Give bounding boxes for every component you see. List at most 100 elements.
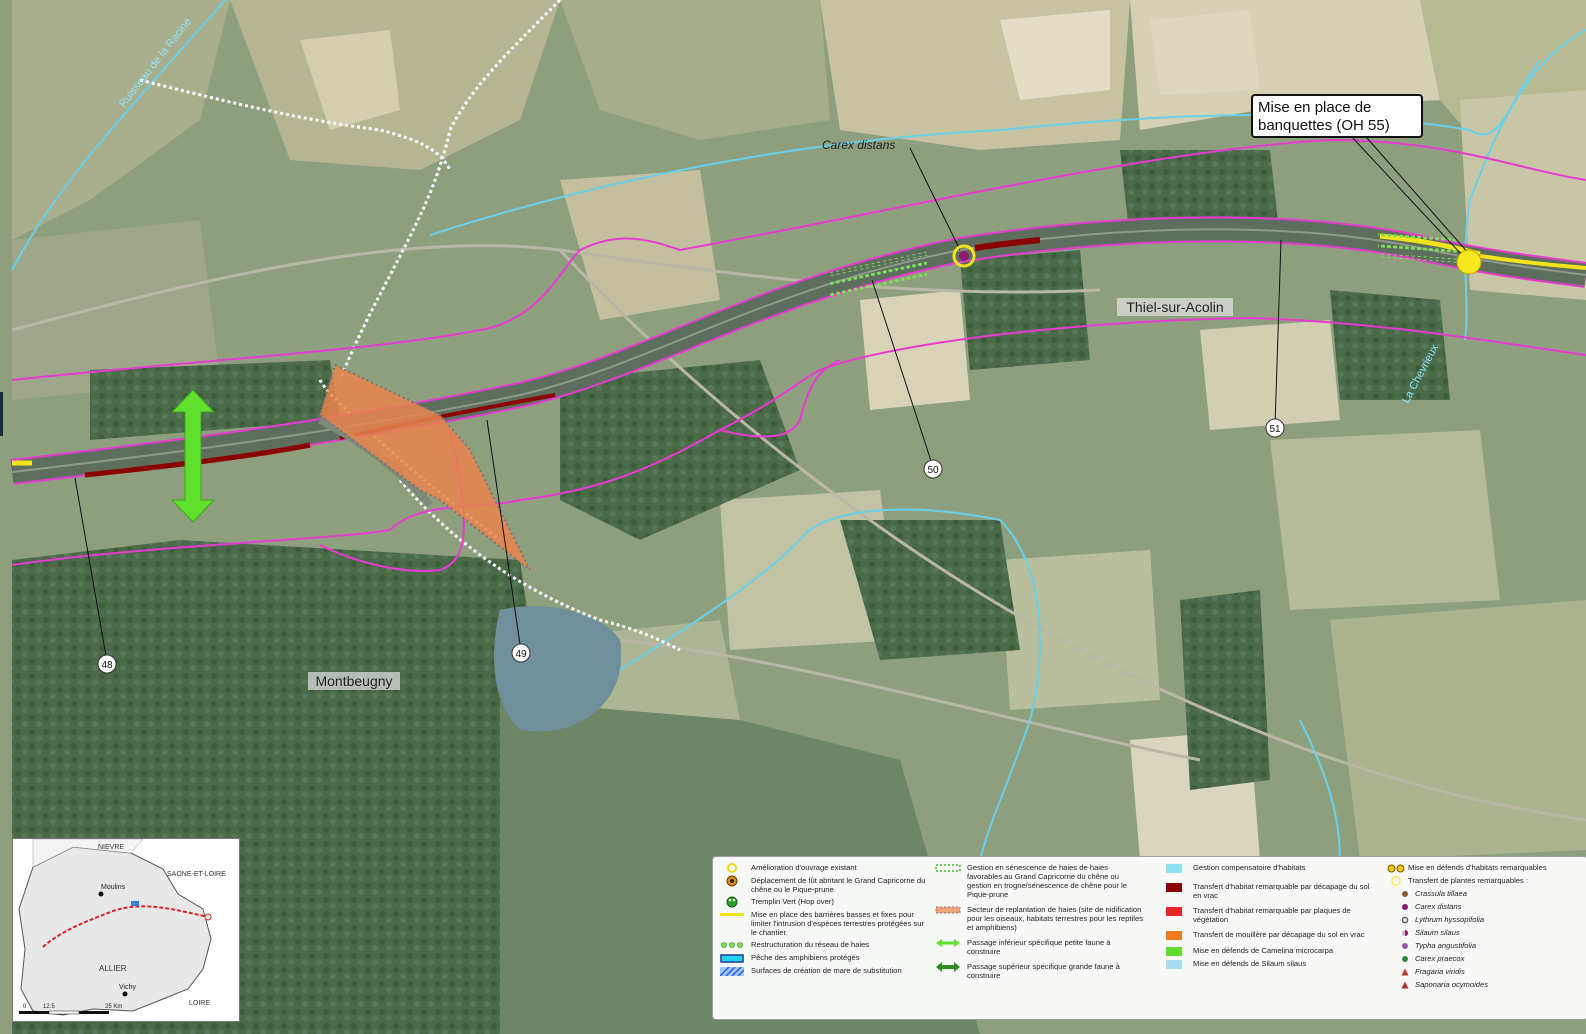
region-nievre: NIEVRE (98, 844, 124, 851)
legend-item: Transfert d'habitat remarquable par déca… (1161, 882, 1371, 900)
red-swatch-icon (1161, 906, 1187, 916)
roads (11, 244, 1586, 822)
svg-text:48: 48 (101, 660, 113, 671)
plant-symbol-icon (1399, 941, 1411, 951)
banquettes-callout: Mise en place de banquettes (OH 55) (1251, 94, 1423, 138)
legend-item: Mise en défends d'habitats remarquables (1387, 863, 1583, 873)
carex-transfer-point (952, 244, 976, 268)
yellow-line-icon (719, 910, 745, 920)
svg-text:0: 0 (23, 1004, 27, 1010)
legend-item: Amélioration d'ouvrage existant (719, 863, 929, 873)
legend-item: Mise en place des barrières basses et fi… (719, 910, 929, 937)
legend-item: Transfert de plantes remarquables : (1387, 876, 1583, 886)
city-vichy: Vichy (119, 984, 136, 991)
small-green-arrow-icon (935, 938, 961, 948)
route-highlight-icon (131, 901, 139, 906)
legend-item: Gestion en sénescence de haies de haies … (935, 863, 1145, 899)
legend-item: Mise en défends de Silaum silaus (1161, 959, 1371, 969)
legend-item: Passage inférieur spécifique petite faun… (935, 938, 1145, 956)
legend-item: Mise en défends de Camelina microcarpa (1161, 946, 1371, 956)
legend-item: Restructuration du réseau de haies (719, 940, 929, 950)
frog-icon (719, 896, 745, 908)
km-marker-50: 50 (923, 459, 943, 479)
legend-item: Déplacement de fût abritant le Grand Cap… (719, 875, 929, 894)
hedge-restructuring (828, 233, 1459, 297)
plant-item: Crassula tillaea (1387, 889, 1583, 899)
legend-item: Pêche des amphibiens protégés (719, 953, 929, 963)
plant-item: Carex distans (1387, 902, 1583, 912)
km-marker-49: 49 (511, 643, 531, 663)
legend-item: Transfert d'habitat remarquable par plaq… (1161, 906, 1371, 924)
allier-department (18, 846, 212, 1016)
region-saone: SAONE-ET-LOIRE (167, 871, 226, 878)
region-loire: LOIRE (189, 1000, 210, 1007)
km-marker-51: 51 (1265, 418, 1285, 438)
vichy-dot (122, 991, 128, 997)
cyan-rect-icon (719, 953, 745, 963)
plant-symbol-icon (1399, 915, 1411, 925)
nievre-area (32, 839, 144, 868)
legend-item: Gestion compensatoire d'habitats (1161, 863, 1371, 873)
blue-hatch-icon (719, 966, 745, 976)
lightblue-swatch-icon (1161, 959, 1187, 969)
svg-text:banquettes (OH 55): banquettes (OH 55) (1258, 117, 1390, 134)
city-moulins: Moulins (101, 884, 126, 891)
map-legend: Amélioration d'ouvrage existant Déplacem… (712, 856, 1586, 1020)
plant-item: Fragaria viridis (1387, 967, 1583, 977)
carex-point-icon (959, 251, 969, 261)
yellow-circle-icon (719, 863, 745, 873)
legend-item: Transfert de mouillère par décapage du s… (1161, 930, 1371, 940)
plant-symbol-icon (1399, 889, 1411, 899)
legend-item: Surfaces de création de mare de substitu… (719, 966, 929, 976)
place-thiel: Thiel-sur-Acolin (1117, 298, 1233, 316)
inset-scale-bar: 0 12.5 25 Km (19, 1004, 122, 1015)
oh55-improvement-point (1456, 249, 1482, 275)
green-dots-icon (719, 940, 745, 950)
route-line (42, 905, 209, 948)
carex-label: Carex distans (822, 138, 895, 152)
lake (494, 606, 622, 732)
svg-text:51: 51 (1269, 424, 1281, 435)
orange-swatch-icon (1161, 930, 1187, 940)
marker-leaders (74, 129, 1471, 663)
location-inset-map: NIEVRE SAONE-ET-LOIRE ALLIER LOIRE Mouli… (12, 838, 240, 1022)
plant-item: Typha angustifolia (1387, 941, 1583, 951)
plant-symbol-icon (1399, 954, 1411, 964)
green-swatch-icon (1161, 946, 1187, 956)
moulins-dot (98, 891, 104, 897)
legend-col-2: Gestion en sénescence de haies de haies … (935, 863, 1145, 983)
route-end-icon (204, 913, 212, 921)
plant-item: Lythrum hyssopifolia (1387, 915, 1583, 925)
cyan-swatch-icon (1161, 863, 1187, 873)
habitat-protection-icon (1387, 863, 1405, 873)
plant-item: Carex praecox (1387, 954, 1583, 964)
darkred-swatch-icon (1161, 882, 1187, 892)
legend-col-1: Amélioration d'ouvrage existant Déplacem… (719, 863, 929, 979)
place-montbeugny: Montbeugny (308, 672, 400, 690)
plant-symbol-icon (1399, 967, 1411, 977)
svg-text:12.5: 12.5 (43, 1004, 55, 1010)
legend-item: Secteur de replantation de haies (site d… (935, 905, 1145, 932)
map-frame-marker (0, 392, 3, 436)
svg-text:Montbeugny: Montbeugny (315, 673, 392, 689)
region-allier: ALLIER (99, 964, 127, 973)
hedge-replanting-area (318, 363, 531, 571)
legend-item: Passage supérieur spécifique grande faun… (935, 962, 1145, 980)
beetle-icon (719, 875, 745, 887)
svg-text:50: 50 (927, 465, 939, 476)
plant-symbol-icon (1399, 902, 1411, 912)
legend-item: Tremplin Vert (Hop over) (719, 896, 929, 908)
green-dotted-hedge-icon (935, 863, 961, 873)
orange-dotted-hedge-icon (935, 905, 961, 915)
large-green-arrow-icon (935, 962, 961, 972)
legend-col-4: Mise en défends d'habitats remarquables … (1387, 863, 1583, 993)
svg-text:25 Km: 25 Km (105, 1004, 122, 1010)
plant-symbol-icon (1399, 928, 1411, 938)
streams (11, 0, 1586, 861)
plant-symbol-icon (1399, 980, 1411, 990)
svg-text:Thiel-sur-Acolin: Thiel-sur-Acolin (1126, 299, 1223, 315)
svg-text:49: 49 (515, 649, 527, 660)
plant-transfer-icon (1387, 876, 1405, 886)
legend-col-3: Gestion compensatoire d'habitats Transfe… (1161, 863, 1371, 972)
